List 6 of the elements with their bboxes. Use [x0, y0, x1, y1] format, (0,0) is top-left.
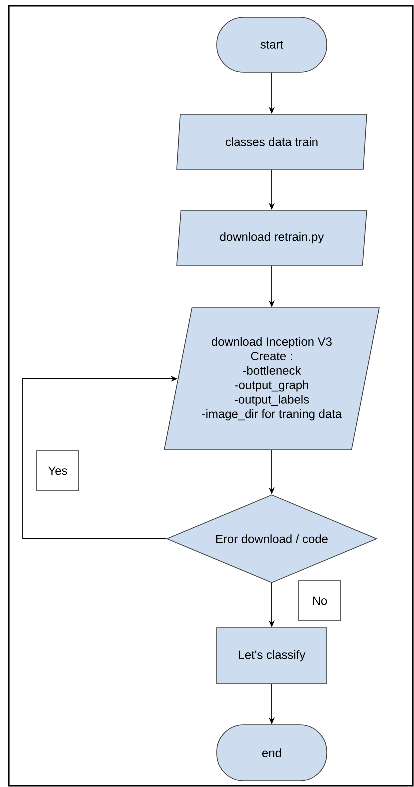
input-output-box: download Inception V3 Create : -bottleneck -output_graph -output_labels -image_dir for traning data: [164, 308, 380, 450]
edge-label: No: [298, 580, 342, 622]
input-output-box: classes data train: [176, 114, 368, 170]
process-box: Let's classify: [216, 628, 328, 684]
edge-label: Yes: [36, 450, 80, 492]
input-output-box: download retrain.py: [176, 210, 368, 266]
